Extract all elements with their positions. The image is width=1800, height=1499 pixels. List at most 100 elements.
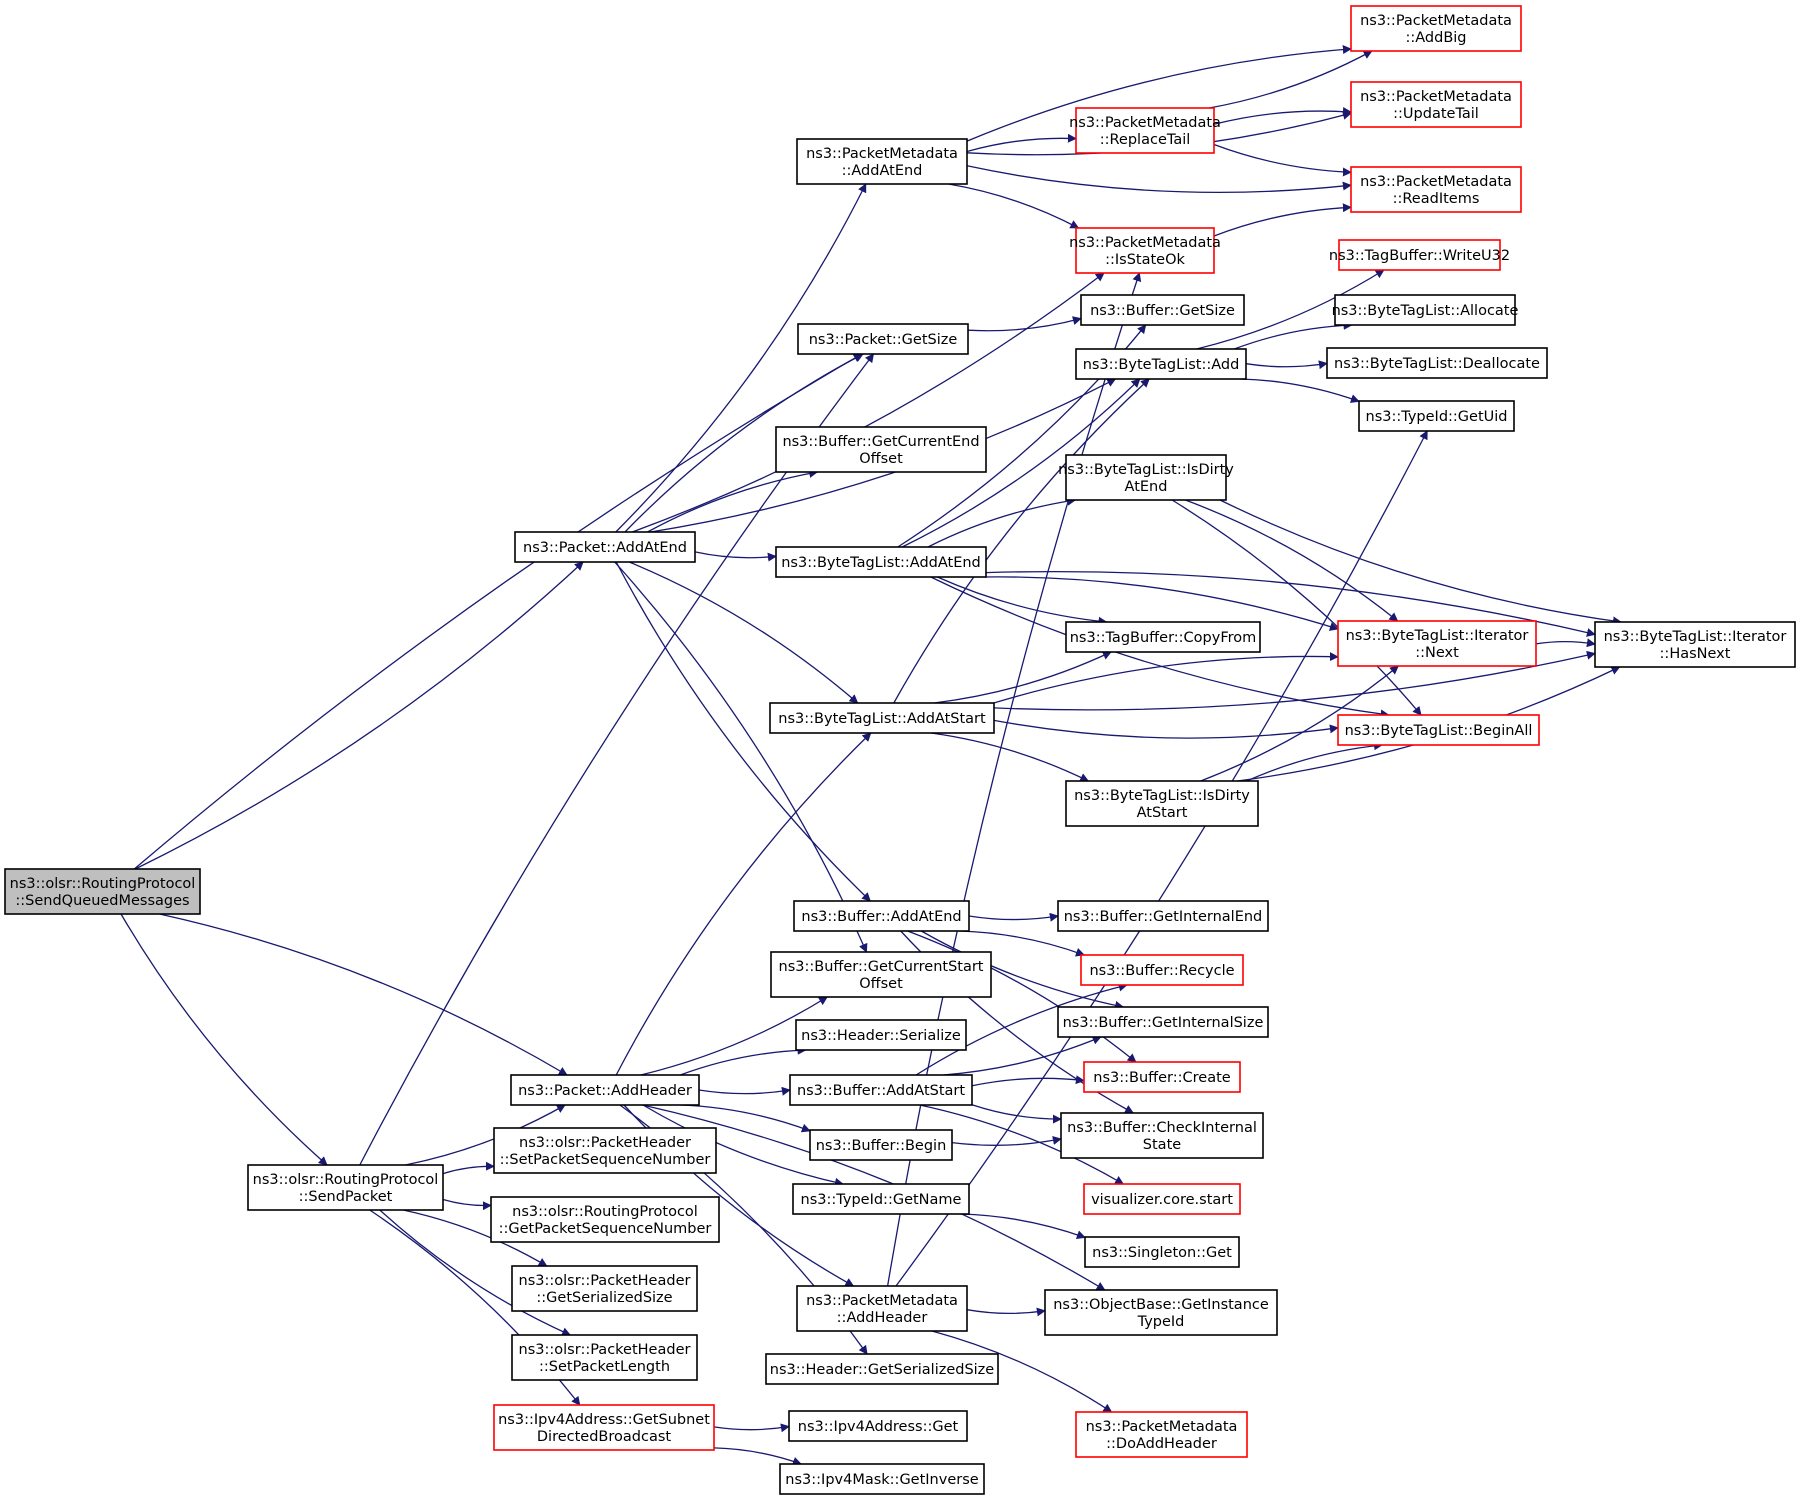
node-box <box>1358 400 1515 432</box>
node-hSerialize[interactable]: ns3::Header::Serialize <box>795 1019 967 1051</box>
node-bAddAtStart[interactable]: ns3::Buffer::AddAtStart <box>789 1074 973 1106</box>
node-tbCopyFrom[interactable]: ns3::TagBuffer::CopyFrom <box>1065 621 1261 653</box>
node-vizStart[interactable]: visualizer.core.start <box>1083 1183 1241 1215</box>
node-box <box>1065 454 1227 501</box>
edge-arrow <box>1240 378 1360 403</box>
node-label: ::AddHeader <box>837 1310 928 1326</box>
edge-arrow <box>960 1213 1086 1239</box>
edge-arrow <box>1245 360 1328 370</box>
edge-btlAdd-to-tidGetUid <box>1240 378 1360 403</box>
node-singletonGet[interactable]: ns3::Singleton::Get <box>1084 1236 1240 1268</box>
node-bCreate[interactable]: ns3::Buffer::Create <box>1083 1061 1241 1093</box>
node-box <box>1075 107 1215 154</box>
node-pmReplaceTail[interactable]: ns3::PacketMetadata::ReplaceTail <box>1069 107 1221 154</box>
edge-arrow <box>967 316 1082 332</box>
node-phSetSeq[interactable]: ns3::olsr::PacketHeader::SetPacketSequen… <box>493 1127 717 1174</box>
edge-pAddAtEnd-to-bGetCurEnd <box>647 469 819 533</box>
node-label: ns3::ByteTagList::Deallocate <box>1334 356 1540 372</box>
node-itHasNext[interactable]: ns3::ByteTagList::Iterator::HasNext <box>1594 621 1796 668</box>
edge-btlAddAtEnd-to-itNext <box>983 576 1339 631</box>
node-label: ns3::Buffer::CheckInternal <box>1067 1120 1257 1136</box>
node-bGetIntEnd[interactable]: ns3::Buffer::GetInternalEnd <box>1057 900 1269 932</box>
node-bAddAtEnd[interactable]: ns3::Buffer::AddAtEnd <box>793 900 970 932</box>
node-pmUpdateTail[interactable]: ns3::PacketMetadata::UpdateTail <box>1350 81 1522 128</box>
node-pAddHeader[interactable]: ns3::Packet::AddHeader <box>510 1074 700 1106</box>
node-label: ns3::TagBuffer::WriteU32 <box>1329 248 1510 264</box>
node-btlAdd[interactable]: ns3::ByteTagList::Add <box>1075 348 1247 380</box>
edge-arrow <box>615 732 872 1076</box>
node-btlAllocate[interactable]: ns3::ByteTagList::Allocate <box>1332 294 1519 326</box>
edge-btlAddAtStart-to-btlDirtyStart <box>931 732 1090 782</box>
node-label: ::Next <box>1415 645 1459 661</box>
edge-pmAddAtEnd-to-pmIsStateOk <box>948 183 1080 229</box>
node-label: ns3::Packet::GetSize <box>809 332 958 348</box>
node-label: ns3::Buffer::GetCurrentStart <box>779 959 984 975</box>
node-tidGetUid[interactable]: ns3::TypeId::GetUid <box>1358 400 1515 432</box>
node-label: ns3::Buffer::GetSize <box>1090 303 1235 319</box>
edge-arrow <box>629 561 859 704</box>
node-box <box>1044 1289 1278 1336</box>
edge-btlDirtyStart-to-itNext <box>1200 665 1399 782</box>
node-box <box>795 1019 967 1051</box>
node-label: TypeId <box>1137 1314 1185 1330</box>
node-hGetSerSize[interactable]: ns3::Header::GetSerializedSize <box>765 1353 999 1385</box>
node-sendPacket[interactable]: ns3::olsr::RoutingProtocol::SendPacket <box>247 1164 444 1211</box>
edge-arrow <box>1234 320 1353 350</box>
node-itNext[interactable]: ns3::ByteTagList::Iterator::Next <box>1337 620 1537 667</box>
node-box <box>247 1164 444 1211</box>
node-btlAddAtStart[interactable]: ns3::ByteTagList::AddAtStart <box>769 702 995 734</box>
node-btlBeginAll[interactable]: ns3::ByteTagList::BeginAll <box>1337 714 1540 746</box>
node-pGetSize[interactable]: ns3::Packet::GetSize <box>797 323 969 355</box>
node-btlAddAtEnd[interactable]: ns3::ByteTagList::AddAtEnd <box>775 546 987 578</box>
edge-arrow <box>647 469 819 533</box>
edge-sendPacket-to-phSetLen <box>379 1209 572 1336</box>
node-btlDeallocate[interactable]: ns3::ByteTagList::Deallocate <box>1326 347 1548 379</box>
edge-pAddHeader-to-tidGetName <box>642 1104 844 1187</box>
edge-itNext-to-itHasNext <box>1535 638 1596 648</box>
edge-ipv4Subnet-to-maskInv <box>713 1447 802 1466</box>
node-box <box>1083 1061 1241 1093</box>
node-maskInv[interactable]: ns3::Ipv4Mask::GetInverse <box>779 1463 985 1495</box>
edge-arrow <box>951 1136 1062 1146</box>
node-rpGetSeq[interactable]: ns3::olsr::RoutingProtocol::GetPacketSeq… <box>490 1196 720 1243</box>
node-pmReadItems[interactable]: ns3::PacketMetadata::ReadItems <box>1350 166 1522 213</box>
node-ipv4Get[interactable]: ns3::Ipv4Address::Get <box>788 1410 968 1442</box>
node-pmIsStateOk[interactable]: ns3::PacketMetadata::IsStateOk <box>1069 227 1221 274</box>
edge-arrow <box>1185 499 1399 622</box>
node-pmAddAtEnd[interactable]: ns3::PacketMetadata::AddAtEnd <box>796 138 968 185</box>
node-pAddAtEnd[interactable]: ns3::Packet::AddAtEnd <box>514 531 696 563</box>
node-box <box>1057 900 1269 932</box>
node-box <box>789 1074 973 1106</box>
edge-pAddHeader-to-bAddAtStart <box>698 1086 791 1096</box>
node-pmAddHeader[interactable]: ns3::PacketMetadata::AddHeader <box>796 1285 968 1332</box>
edge-arrow <box>966 1307 1046 1317</box>
edge-arrow <box>893 378 1150 704</box>
edge-pmAddHeader-to-tidGetUid <box>895 430 1428 1287</box>
edge-arrow <box>698 1086 791 1096</box>
edge-pmAddAtEnd-to-pmAddBig <box>966 45 1352 142</box>
node-phSetLen[interactable]: ns3::olsr::PacketHeader::SetPacketLength <box>511 1334 698 1381</box>
node-box <box>490 1196 720 1243</box>
node-bGetSize[interactable]: ns3::Buffer::GetSize <box>1080 294 1245 326</box>
node-box <box>1065 780 1259 827</box>
node-bBegin[interactable]: ns3::Buffer::Begin <box>809 1129 953 1161</box>
node-label: ::GetPacketSequenceNumber <box>499 1221 712 1237</box>
edge-btlAddAtStart-to-itHasNext <box>993 650 1596 711</box>
node-tbWriteU32[interactable]: ns3::TagBuffer::WriteU32 <box>1329 239 1510 271</box>
node-bRecycle[interactable]: ns3::Buffer::Recycle <box>1080 954 1244 986</box>
node-box <box>792 1183 970 1215</box>
node-bGetIntSize[interactable]: ns3::Buffer::GetInternalSize <box>1057 1006 1269 1038</box>
node-phGetSerSize[interactable]: ns3::olsr::PacketHeader::GetSerializedSi… <box>511 1265 698 1312</box>
node-sqm[interactable]: ns3::olsr::RoutingProtocol::SendQueuedMe… <box>4 868 201 915</box>
node-ipv4Subnet[interactable]: ns3::Ipv4Address::GetSubnetDirectedBroad… <box>493 1404 715 1451</box>
node-pmAddBig[interactable]: ns3::PacketMetadata::AddBig <box>1350 5 1522 52</box>
edge-pmReplaceTail-to-pmAddBig <box>1209 50 1373 109</box>
node-pmDoAddHeader[interactable]: ns3::PacketMetadata::DoAddHeader <box>1075 1411 1248 1458</box>
node-tidGetName[interactable]: ns3::TypeId::GetName <box>792 1183 970 1215</box>
